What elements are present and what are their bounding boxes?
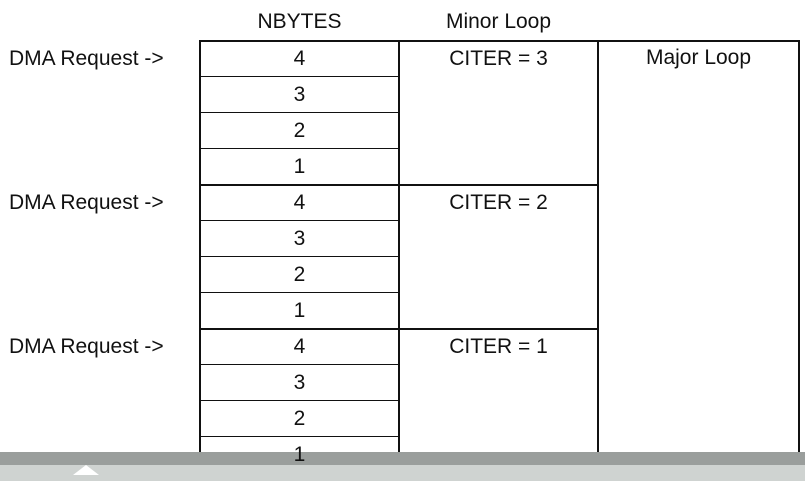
citer-label-1: CITER = 1 [449,335,548,358]
byte-divider [200,76,399,77]
byte-cell: 3 [293,83,306,106]
byte-cell: 2 [293,263,306,286]
byte-cell: 2 [293,407,306,430]
byte-cell: 1 [293,443,306,466]
dma-request-label-1: DMA Request -> [9,47,164,70]
citer-label-2: CITER = 2 [449,191,548,214]
byte-cell: 1 [293,299,306,322]
byte-cell: 2 [293,119,306,142]
nbytes-header: NBYTES [257,10,342,33]
footer-bottom-bar [0,465,805,481]
major-loop-label: Major Loop [645,46,752,69]
byte-cell: 4 [293,191,306,214]
footer-up-arrow-icon [73,465,99,475]
dma-request-label-3: DMA Request -> [9,335,164,358]
byte-divider [200,220,399,221]
citer-divider [399,184,598,186]
byte-cell: 1 [293,155,306,178]
byte-divider [200,400,399,401]
byte-divider [200,112,399,113]
byte-divider [200,364,399,365]
byte-divider [200,436,399,437]
minor-loop-column [398,40,599,473]
minor-loop-header: Minor Loop [445,10,552,33]
byte-cell: 3 [293,371,306,394]
byte-divider [200,256,399,257]
footer-band [0,452,805,465]
byte-cell: 4 [293,335,306,358]
citer-divider [399,328,598,330]
byte-cell: 4 [293,47,306,70]
dma-request-label-2: DMA Request -> [9,191,164,214]
citer-label-3: CITER = 3 [449,47,548,70]
byte-cell: 3 [293,227,306,250]
minor-loop-divider [200,328,399,330]
minor-loop-divider [200,184,399,186]
byte-divider [200,148,399,149]
byte-divider [200,292,399,293]
major-loop-column [597,40,800,473]
